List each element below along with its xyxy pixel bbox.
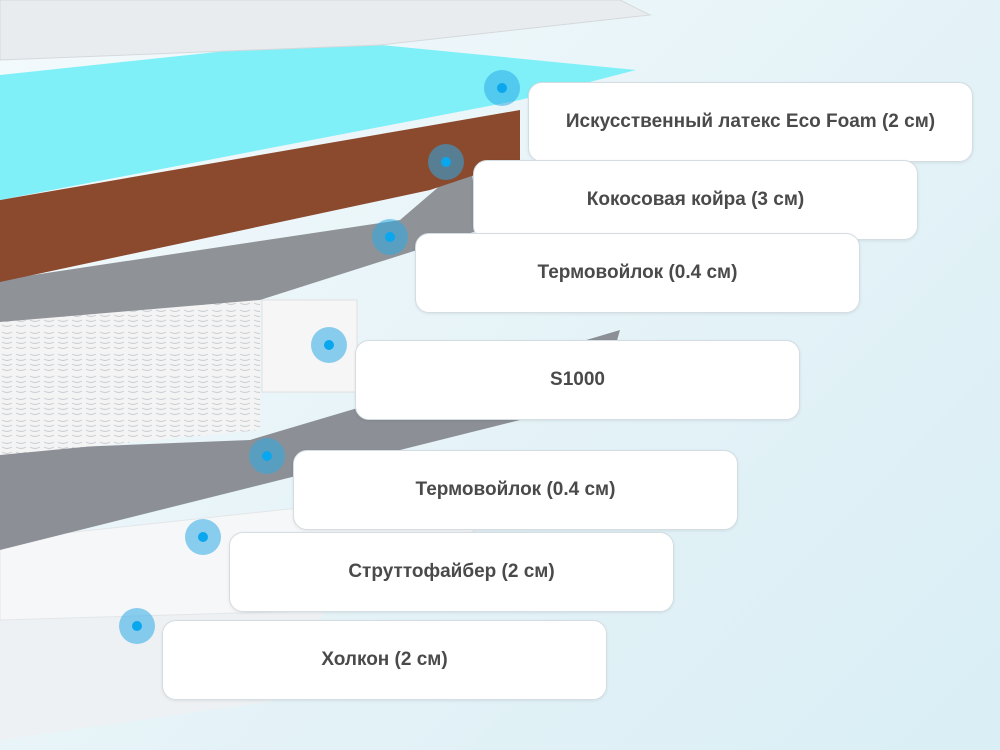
layer-latex	[0, 40, 636, 200]
layer-felt-top	[0, 160, 480, 322]
marker-dot	[484, 70, 520, 106]
layer-label-struttofiber: Струттофайбер (2 см)	[229, 532, 674, 612]
layer-label-felt-top: Термовойлок (0.4 см)	[415, 233, 860, 313]
layer-label-coir: Кокосовая койра (3 см)	[473, 160, 918, 240]
marker-dot	[311, 327, 347, 363]
layer-label-felt-bottom: Термовойлок (0.4 см)	[293, 450, 738, 530]
marker-dot	[372, 219, 408, 255]
marker-dot	[428, 144, 464, 180]
layer-coir	[0, 110, 520, 282]
layer-springs	[0, 300, 260, 455]
marker-dot	[185, 519, 221, 555]
layer-cover	[0, 0, 652, 61]
layer-label-latex: Искусственный латекс Eco Foam (2 см)	[528, 82, 973, 162]
layer-label-springs: S1000	[355, 340, 800, 420]
marker-dot	[249, 438, 285, 474]
layer-label-holcon: Холкон (2 см)	[162, 620, 607, 700]
marker-dot	[119, 608, 155, 644]
